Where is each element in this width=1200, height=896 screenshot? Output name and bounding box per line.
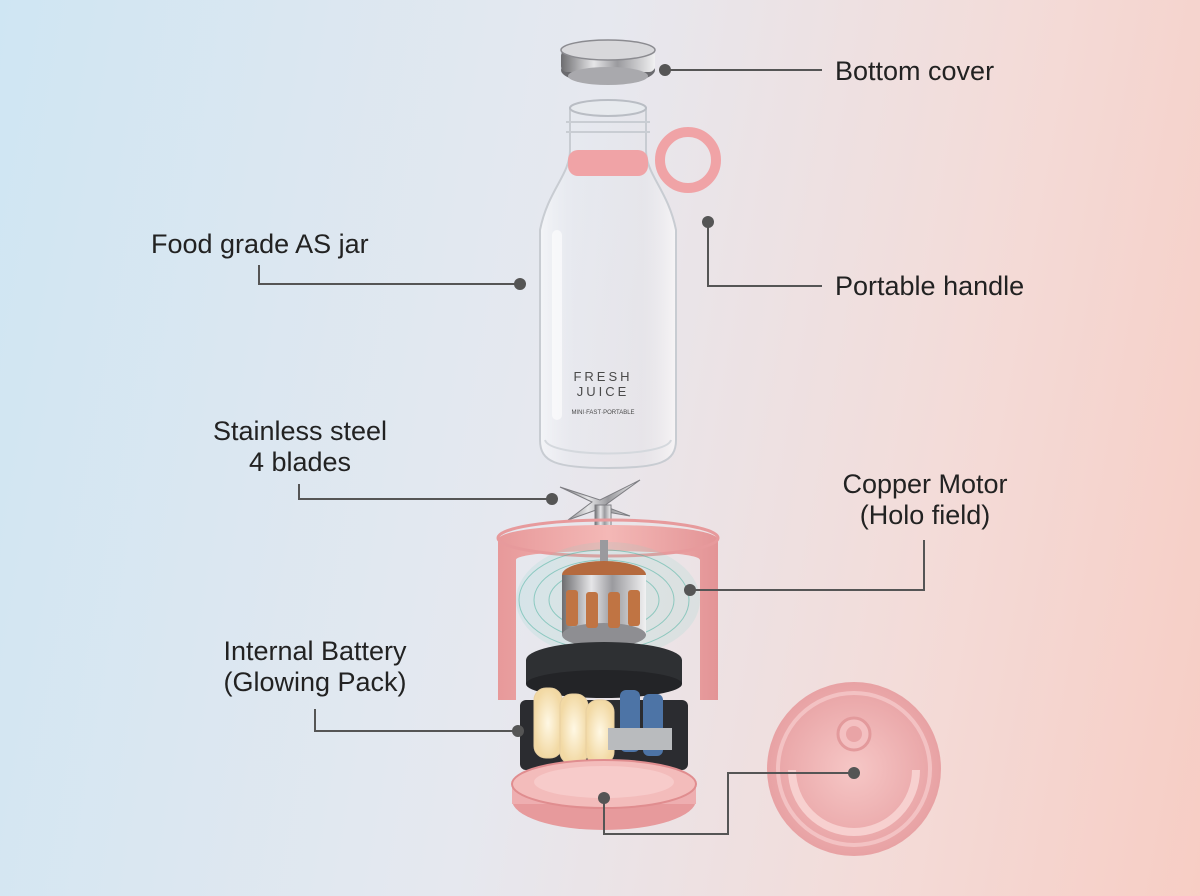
label-blades-line1: Stainless steel [212, 416, 388, 446]
label-copper-motor-line1: Copper Motor [842, 469, 1008, 499]
label-internal-battery-line1: Internal Battery [223, 636, 407, 666]
leader-battery [314, 709, 518, 732]
battery-pack-part [520, 687, 688, 770]
leader-jar [258, 265, 520, 285]
leader-handle [707, 222, 822, 287]
leader-lines [258, 69, 925, 835]
label-blades: Stainless steel 4 blades [190, 416, 410, 478]
leader-dots [512, 64, 860, 804]
label-internal-battery-line2: (Glowing Pack) [223, 667, 407, 697]
label-copper-motor: Copper Motor (Holo field) [815, 469, 1035, 531]
bottom-cover-part [560, 39, 656, 85]
label-bottom-cover: Bottom cover [835, 56, 995, 86]
leader-blades [298, 484, 552, 500]
label-blades-line2: 4 blades [248, 447, 352, 477]
jar-print-juice: JUICE [577, 384, 630, 399]
label-portable-handle: Portable handle [835, 271, 1025, 301]
jar-part: FRESH JUICE MINI·FAST·PORTABLE [539, 99, 721, 470]
jar-print-fresh: FRESH [573, 369, 632, 384]
copper-motor-part [526, 540, 682, 698]
jar-print-tagline: MINI·FAST·PORTABLE [571, 410, 634, 416]
leader-motor [690, 540, 925, 591]
leader-base [603, 772, 854, 835]
label-copper-motor-line2: (Holo field) [859, 500, 991, 530]
label-internal-battery: Internal Battery (Glowing Pack) [200, 636, 430, 698]
label-food-grade-jar: Food grade AS jar [151, 229, 369, 259]
